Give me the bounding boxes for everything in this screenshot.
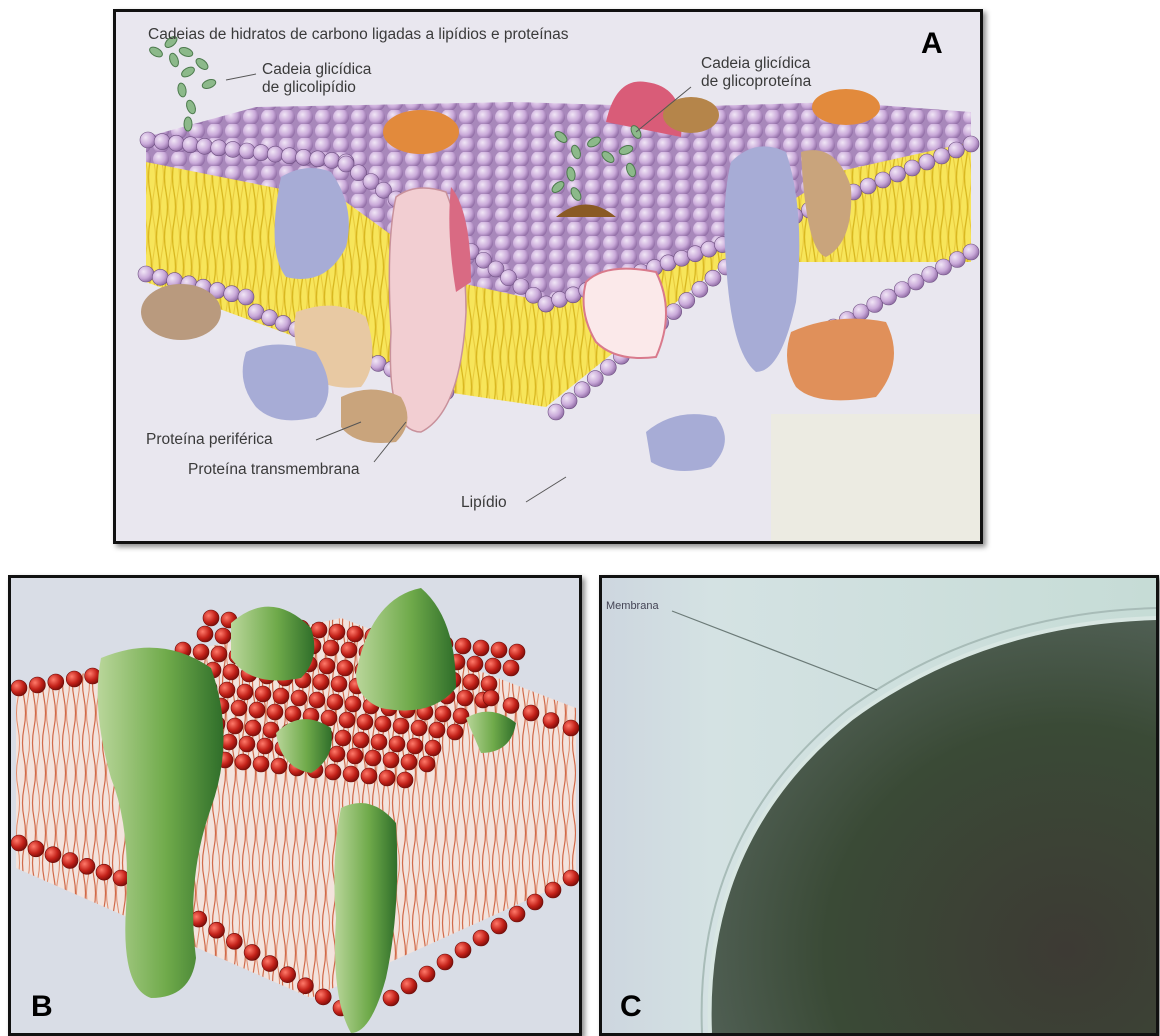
- peripheral-protein-tan-lower: [341, 390, 407, 444]
- label-transmembrane-protein: Proteína transmembrana: [188, 461, 360, 478]
- peripheral-protein-blue-bottom: [646, 414, 725, 471]
- panel-c-letter: C: [620, 990, 642, 1024]
- label-glycolipid-line2: de glicolipídio: [262, 79, 356, 96]
- peripheral-protein-lower-left: [141, 284, 221, 340]
- b-protein-top: [231, 607, 314, 681]
- panel-b-membrane-illustration: B: [8, 575, 582, 1036]
- glycolipid-chain-icon: [148, 34, 217, 131]
- b-protein-top-right: [356, 588, 456, 711]
- panel-c-micrograph: Membrana C: [599, 575, 1159, 1036]
- membrane-diagram-a: Cadeias de hidratos de carbono ligadas a…: [116, 12, 980, 541]
- peripheral-protein-orange: [383, 110, 459, 154]
- panel-a-letter: A: [921, 27, 943, 61]
- transmembrane-protein-blue-right: [724, 146, 799, 372]
- label-peripheral-protein: Proteína periférica: [146, 431, 273, 448]
- label-glycoprotein-line2: de glicoproteína: [701, 73, 812, 90]
- panel-b-letter: B: [31, 990, 53, 1024]
- blank-cover-box: [771, 414, 980, 541]
- membrane-diagram-b: [11, 578, 579, 1033]
- micrograph-c: Membrana: [602, 578, 1156, 1033]
- panel-a-membrane-illustration: Cadeias de hidratos de carbono ligadas a…: [113, 9, 983, 544]
- label-glycoprotein-line1: Cadeia glicídica: [701, 55, 811, 72]
- peripheral-protein-blue-lower: [243, 345, 329, 421]
- panel-a-title: Cadeias de hidratos de carbono ligadas a…: [148, 26, 569, 43]
- label-glycolipid-line1: Cadeia glicídica: [262, 61, 372, 78]
- label-lipid: Lipídio: [461, 494, 507, 511]
- label-membrane: Membrana: [606, 600, 659, 612]
- peripheral-protein-orange-right: [812, 89, 880, 125]
- peripheral-protein-orange-lower: [787, 319, 894, 401]
